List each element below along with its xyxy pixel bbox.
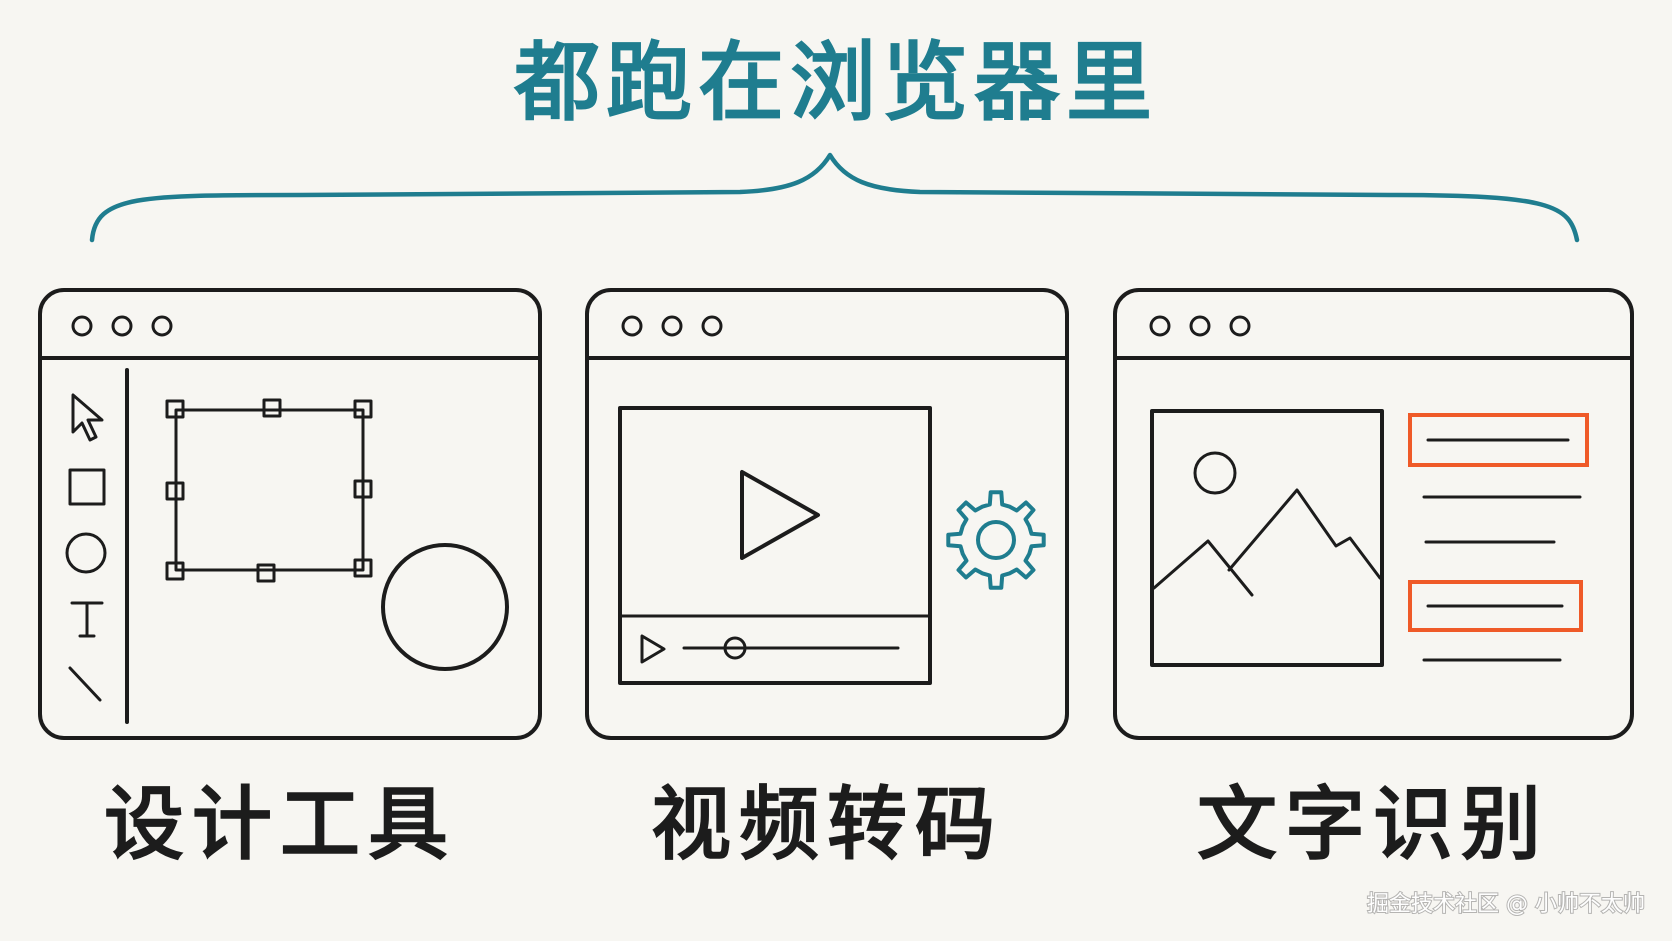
circle-tool-icon bbox=[65, 532, 107, 574]
progress-knob bbox=[723, 636, 747, 660]
small-play-icon bbox=[640, 634, 666, 664]
gear-icon bbox=[946, 490, 1046, 590]
window-dots-icon bbox=[1149, 315, 1251, 337]
window-dots-icon bbox=[621, 315, 723, 337]
caption-video-transcoding: 视频转码 bbox=[651, 778, 1003, 871]
panel-video-transcoding bbox=[585, 288, 1069, 740]
browser-window bbox=[38, 288, 542, 740]
play-icon bbox=[740, 470, 820, 560]
image-icon bbox=[1150, 409, 1384, 667]
browser-window bbox=[585, 288, 1069, 740]
highlight-box bbox=[1408, 413, 1589, 467]
watermark: 掘金技术社区 @ 小帅不太帅 bbox=[1367, 892, 1645, 917]
text-tool-icon bbox=[70, 601, 104, 638]
square-tool-icon bbox=[68, 468, 106, 506]
window-dots-icon bbox=[71, 315, 173, 337]
sun-icon bbox=[1193, 451, 1237, 495]
curly-brace bbox=[89, 152, 1580, 243]
selection-box bbox=[165, 398, 373, 583]
highlight-box bbox=[1408, 580, 1583, 632]
browser-window bbox=[1113, 288, 1634, 740]
panel-ocr bbox=[1113, 288, 1634, 740]
pointer-icon bbox=[71, 393, 104, 442]
circle-shape bbox=[381, 543, 509, 671]
caption-design-tools: 设计工具 bbox=[104, 778, 456, 871]
caption-ocr: 文字识别 bbox=[1197, 778, 1549, 871]
mountain-icon bbox=[1152, 488, 1382, 597]
title: 都跑在浏览器里 bbox=[513, 33, 1158, 133]
video-player bbox=[618, 406, 932, 685]
line-tool-icon bbox=[68, 666, 102, 702]
panel-design-tools bbox=[38, 288, 542, 740]
